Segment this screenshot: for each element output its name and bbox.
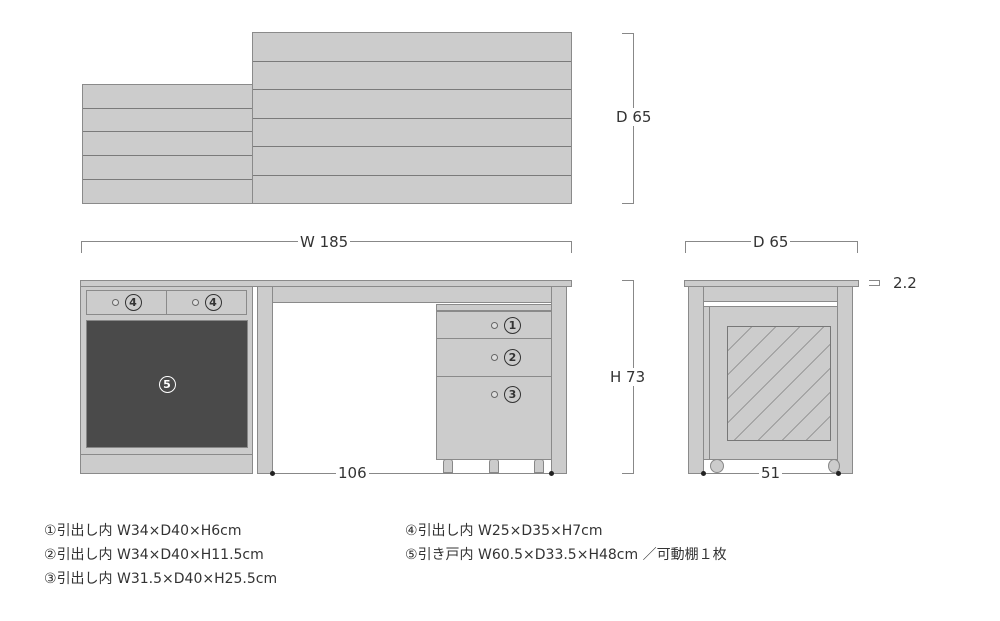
dim-endpoint-dot [701,471,706,476]
drawer-marker: 4 [204,294,222,311]
knob-icon [491,321,498,329]
plank-line [83,108,252,109]
drawer-marker: 4 [124,294,142,311]
side-leg-front [688,286,704,474]
thickness-bracket-icon [869,280,880,286]
top-depth-label: D 65 [614,108,654,126]
drawer-4-right[interactable]: 4 [166,290,247,315]
drawer-marker: 3 [504,386,521,403]
knob-icon [111,299,119,306]
caster-icon [489,459,499,473]
side-leg-back [837,286,853,474]
height-label: H 73 [608,368,648,386]
knob-icon [491,391,498,398]
side-depth-label: D 65 [751,233,791,251]
inner-width-line [272,473,552,474]
plank-line [253,89,571,90]
dim-endpoint-dot [270,471,275,476]
knob-icon [191,299,199,306]
sliding-door-5[interactable]: 5 [86,320,248,448]
top-view-left-section [82,84,253,204]
plank-line [83,155,252,156]
plank-line [83,131,252,132]
caster-wheel-icon [710,459,724,473]
dim-endpoint-dot [549,471,554,476]
spec-item-4: ④引出し内 W25×D35×H7cm [405,523,603,539]
door-marker: 5 [158,375,176,393]
side-inner-depth-label: 51 [759,464,783,482]
spec-item-3: ③引出し内 W31.5×D40×H25.5cm [44,571,278,587]
drawer-2[interactable]: 2 [436,338,552,377]
knob-icon [491,354,498,361]
caster-icon [534,459,544,473]
drawer-1[interactable]: 1 [436,311,552,339]
desk-apron [272,286,552,303]
drawer-pedestal: 1 2 3 [436,304,552,460]
inner-width-label: 106 [336,464,369,482]
plank-line [253,61,571,62]
hatched-panel [727,326,831,441]
plinth-line [81,454,252,455]
desk-leg-right [551,286,567,474]
caster-wheel-icon [828,459,840,473]
desk-leg-left [257,286,273,474]
pedestal-side-front-edge [704,307,710,459]
drawer-marker: 1 [504,316,521,334]
plank-line [83,179,252,180]
top-view-right-section [252,32,572,204]
side-apron [703,286,838,302]
spec-item-5: ⑤引き戸内 W60.5×D33.5×H48cm ／可動棚１枚 [405,547,727,563]
left-cabinet: 4 4 5 [80,286,253,474]
spec-item-1: ①引出し内 W34×D40×H6cm [44,523,242,539]
plank-line [253,175,571,176]
drawer-4-left[interactable]: 4 [86,290,167,315]
plank-line [253,118,571,119]
pedestal-top [436,304,552,311]
side-pedestal [703,306,838,460]
drawer-marker: 2 [504,349,521,366]
thickness-label: 2.2 [891,274,919,292]
dim-endpoint-dot [836,471,841,476]
plank-line [253,146,571,147]
caster-icon [443,459,453,473]
drawer-3[interactable]: 3 [436,376,552,460]
front-width-label: W 185 [298,233,351,251]
spec-item-2: ②引出し内 W34×D40×H11.5cm [44,547,264,563]
